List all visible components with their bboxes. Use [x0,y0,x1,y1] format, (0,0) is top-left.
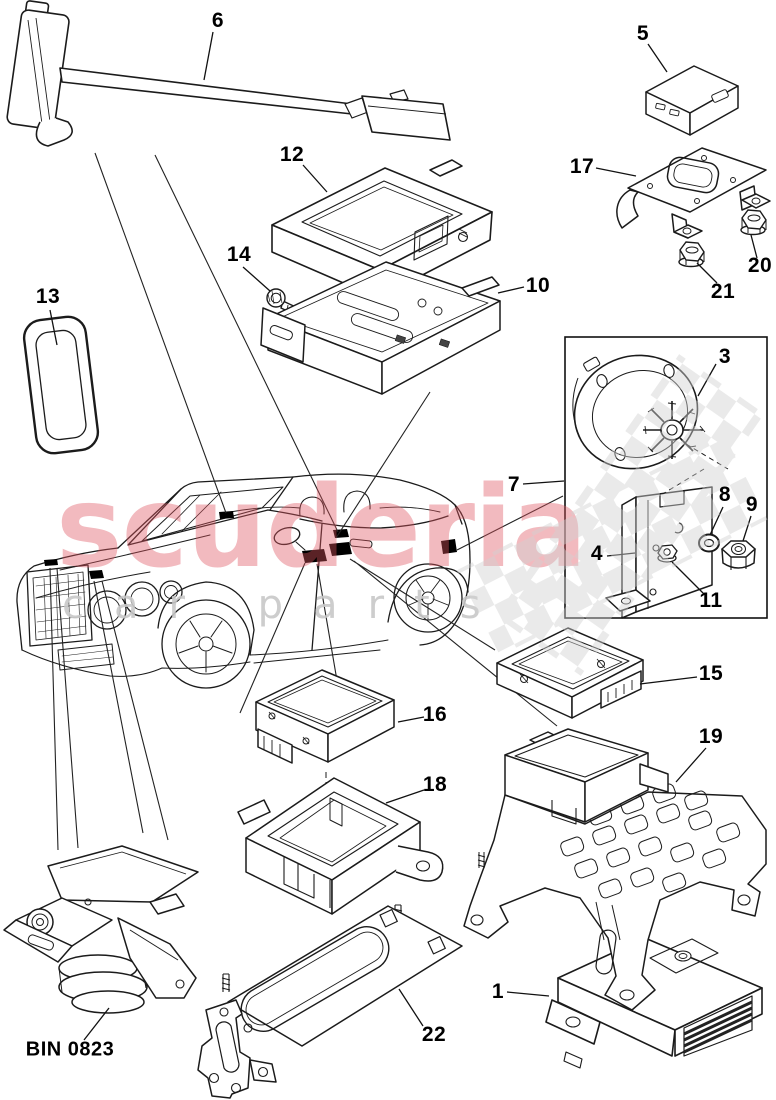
component-location-markers [44,511,457,579]
callout-4: 4 [590,542,604,565]
callout-22: 22 [421,1023,447,1046]
detail-inset-box [564,336,768,619]
callout-9: 9 [745,493,759,516]
control-unit-1 [545,937,763,1069]
callout-15: 15 [698,662,724,685]
callout-21: 21 [710,280,736,303]
callout-3: 3 [718,345,732,368]
callout-18: 18 [422,773,448,796]
bin-code-label: BIN 0823 [25,1038,115,1061]
control-module-5 [645,65,739,136]
callout-7: 7 [507,473,521,496]
mounting-bracket-19 [463,728,767,1011]
foam-holder-18 [237,772,444,915]
control-module-12 [271,159,493,299]
nut-20 [740,209,767,236]
callout-13: 13 [35,285,61,308]
nut-21 [678,241,705,268]
module-tray-10 [260,261,501,395]
control-module-16 [255,669,395,764]
watermark-sub-text: car parts [62,582,511,628]
leader-lines [49,152,564,851]
callout-1: 1 [491,980,505,1003]
callout-16: 16 [422,703,448,726]
callout-10: 10 [525,274,551,297]
callout-20: 20 [747,254,773,277]
car-illustration [16,473,471,689]
callout-14: 14 [226,243,252,266]
callout-6: 6 [211,9,225,32]
callout-8: 8 [718,483,732,506]
support-bracket-22 [197,904,463,1099]
watermark-checkered-flag [456,354,768,676]
callout-12: 12 [279,143,305,166]
callout-11: 11 [699,589,723,612]
antenna-assembly [6,0,451,147]
watermark: scuderia car parts [56,354,768,676]
callout-5: 5 [636,22,650,45]
nut-9 [720,540,757,570]
callout-19: 19 [698,725,724,748]
mounting-bracket-17 [616,147,771,239]
seal-gasket-13 [22,315,100,455]
callout-17: 17 [569,155,595,178]
horn-assembly-bin [3,845,199,1014]
